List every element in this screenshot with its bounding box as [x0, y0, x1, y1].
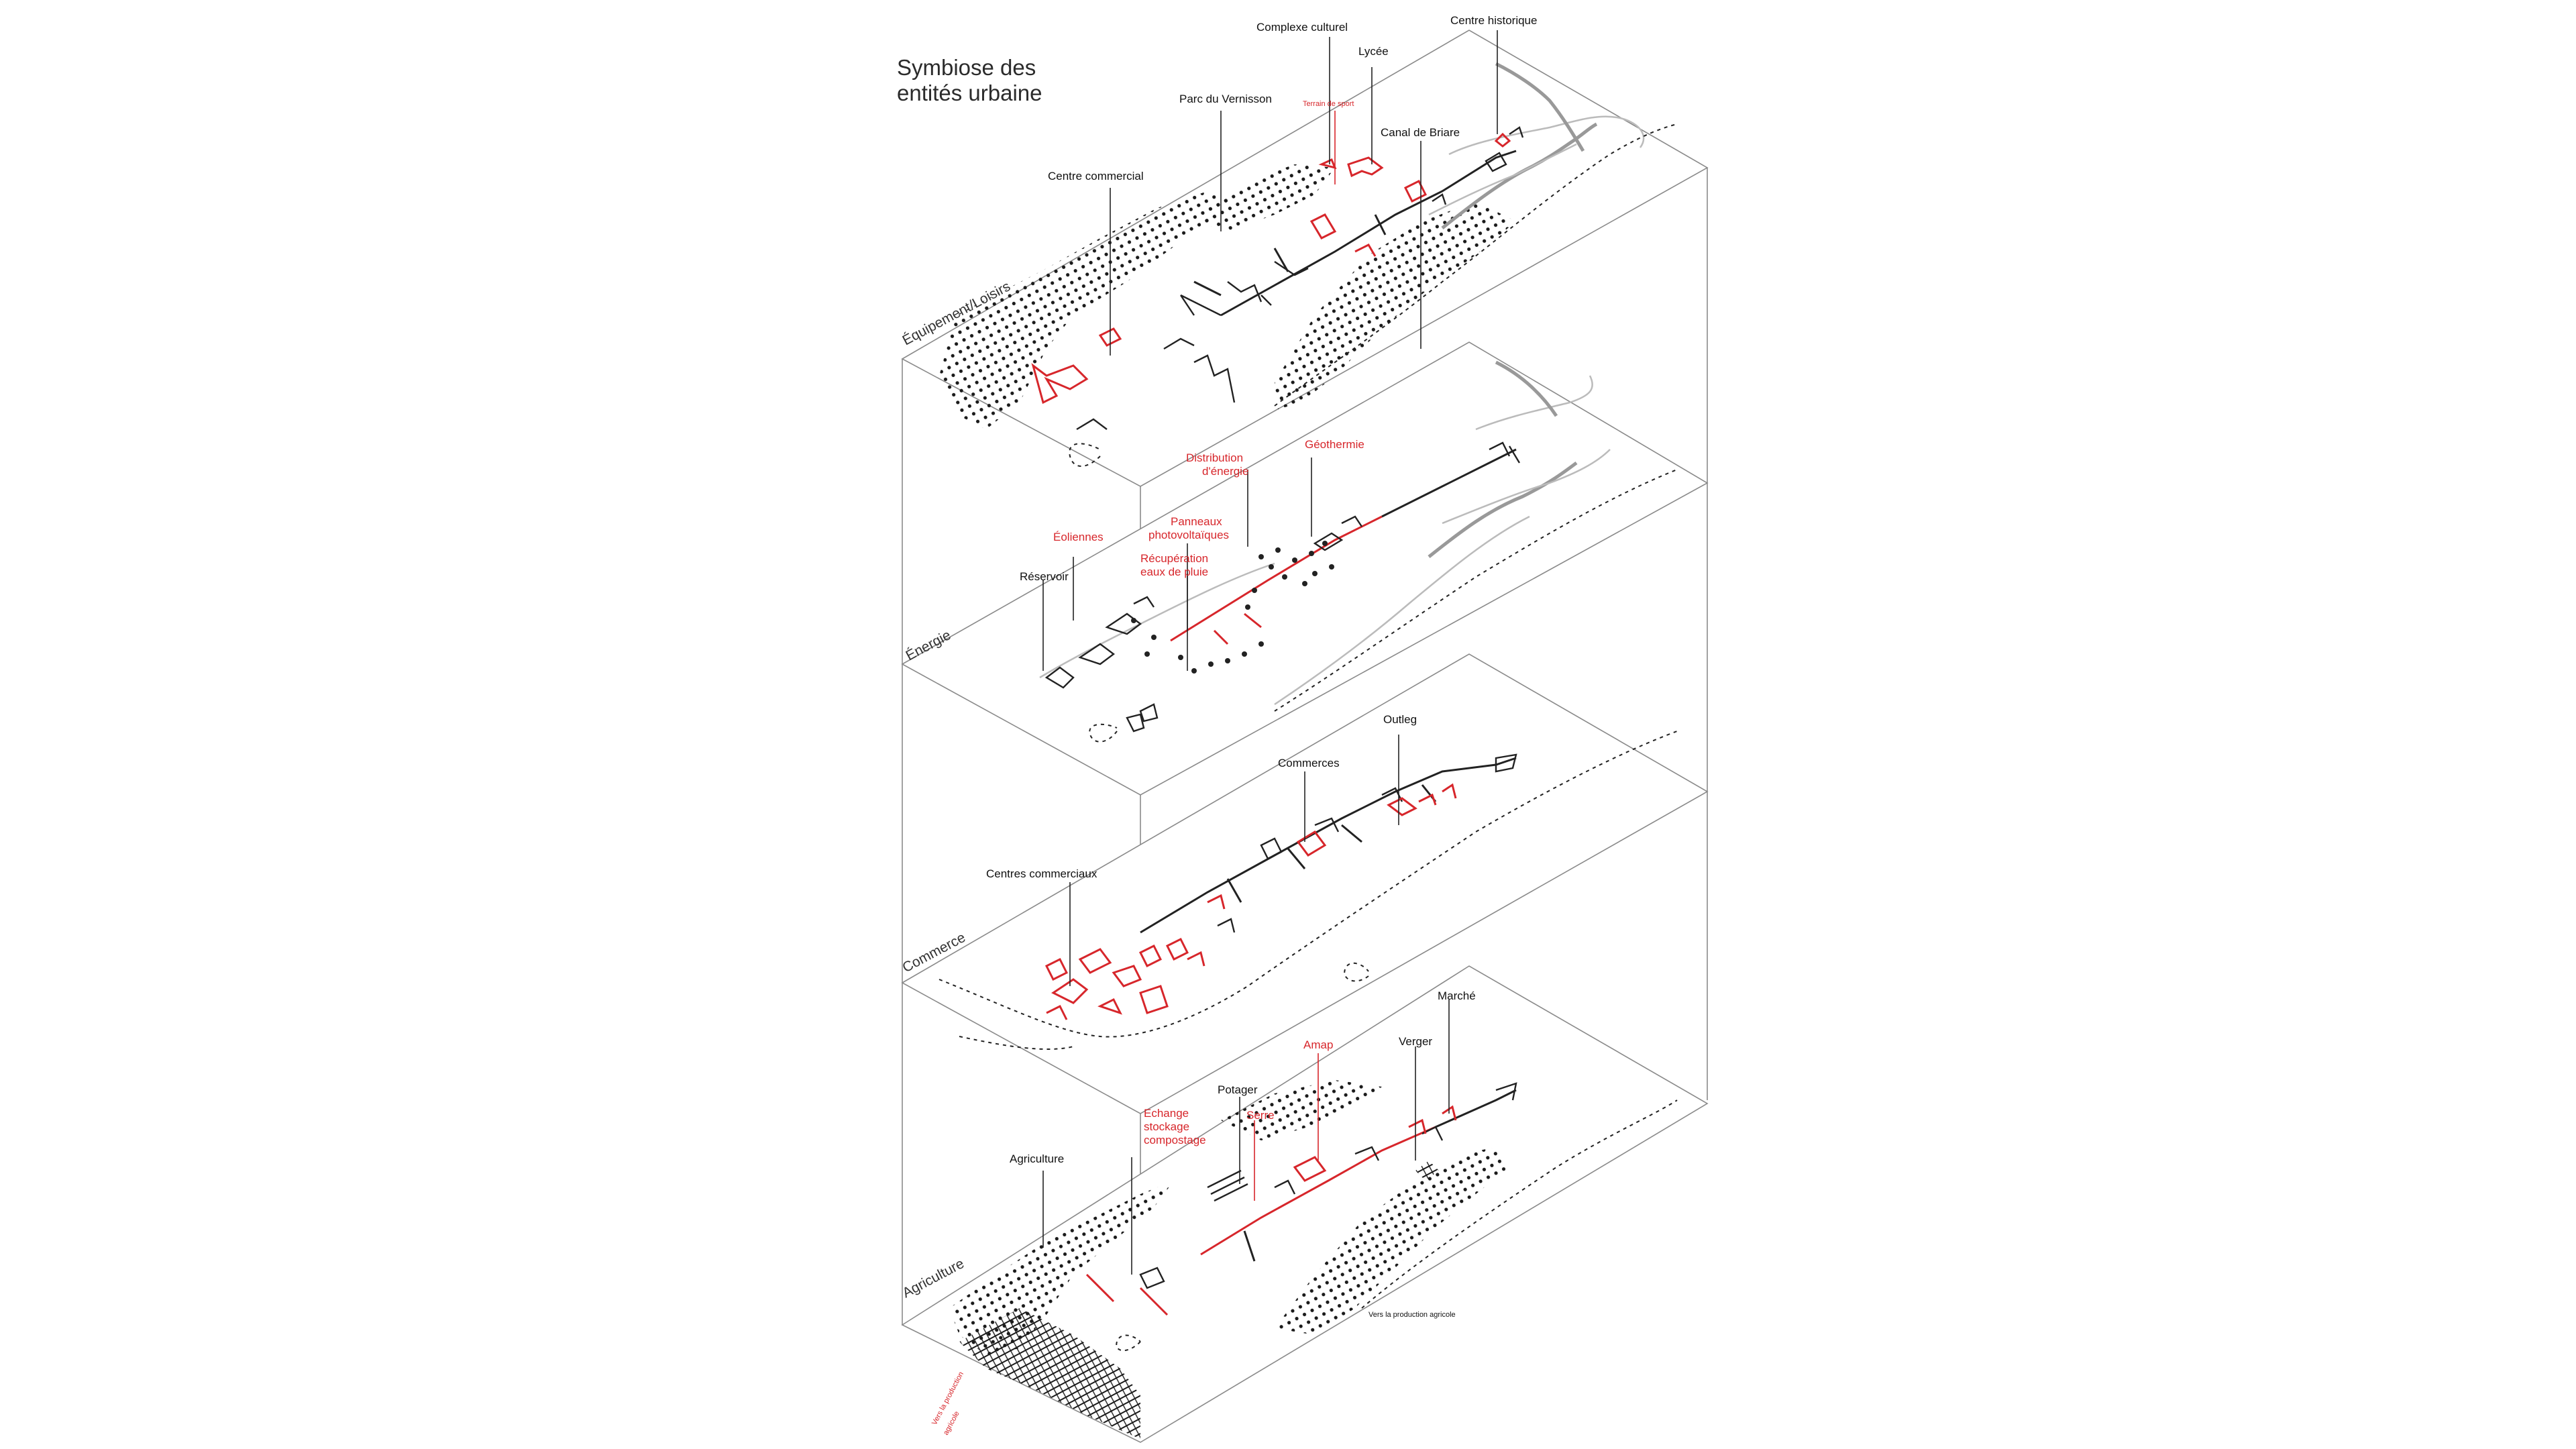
title-line-2: entités urbaine	[897, 80, 1042, 105]
commerce-axis-street	[1140, 757, 1517, 934]
agriculture-dotted-area-east	[1275, 1147, 1509, 1335]
label-terrain-de-sport: Terrain de sport	[1303, 100, 1354, 108]
label-canal-de-briare: Canal de Briare	[1381, 126, 1460, 139]
labels-commerce: Outleg Commerces Centres commerciaux	[986, 713, 1417, 880]
energy-node-markers	[1131, 541, 1334, 674]
label-potager: Potager	[1218, 1083, 1258, 1096]
label-stockage: stockage	[1144, 1120, 1189, 1133]
label-eaux-de-pluie: eaux de pluie	[1140, 566, 1208, 578]
agriculture-hatched-fields	[959, 1308, 1140, 1439]
label-centres-commerciaux: Centres commerciaux	[986, 867, 1097, 880]
layer-commerce	[901, 653, 1709, 1114]
label-reservoir: Réservoir	[1020, 570, 1069, 583]
label-vers-la-production-agricole: Vers la production agricole	[1368, 1311, 1456, 1319]
label-d-energie: d'énergie	[1202, 465, 1248, 478]
label-verger: Verger	[1399, 1035, 1432, 1048]
label-echange: Echange	[1144, 1107, 1189, 1120]
label-distribution: Distribution	[1186, 451, 1243, 464]
label-compostage: compostage	[1144, 1134, 1206, 1146]
energy-distribution-line	[1170, 515, 1383, 642]
label-complexe-culturel: Complexe culturel	[1256, 21, 1348, 34]
leader-lines	[1042, 30, 1498, 1275]
label-geothermie: Géothermie	[1305, 438, 1364, 451]
terrain-agriculture	[949, 1080, 1678, 1439]
centres-commerciaux-footprints	[1051, 978, 1089, 1004]
diagram-title: Symbiose des entités urbaine	[897, 55, 1042, 105]
label-amap: Amap	[1303, 1038, 1333, 1051]
label-marche: Marché	[1438, 989, 1476, 1002]
agriculture-dotted-area-north	[1221, 1080, 1382, 1140]
plate-agriculture	[901, 965, 1709, 1443]
label-commerces: Commerces	[1278, 757, 1340, 769]
labels-energie: Distribution d'énergie Géothermie Pannea…	[1020, 438, 1364, 583]
terrain-equipement	[939, 62, 1678, 467]
park-dotted-area-north	[1194, 164, 1335, 231]
label-photovoltaiques: photovoltaïques	[1148, 529, 1229, 541]
main-axis-street	[1220, 150, 1517, 317]
terrain-commerce	[938, 731, 1678, 1051]
label-parc-du-vernisson: Parc du Vernisson	[1179, 93, 1272, 105]
layer-agriculture	[901, 965, 1709, 1443]
layer-equipement-loisirs	[901, 30, 1709, 487]
label-centre-commercial: Centre commercial	[1048, 170, 1144, 182]
label-vers-la-production-red: Vers la production	[930, 1371, 965, 1426]
terrain-energie	[1039, 360, 1678, 743]
label-panneaux: Panneaux	[1171, 515, 1222, 528]
label-centre-historique: Centre historique	[1450, 14, 1537, 27]
amap-footprint	[1293, 1156, 1327, 1182]
agriculture-dotted-area-west	[949, 1181, 1174, 1355]
agriculture-hatched-orchard	[1415, 1161, 1439, 1181]
title-line-1: Symbiose des	[897, 55, 1036, 80]
label-recuperation: Récupération	[1140, 552, 1208, 565]
label-eoliennes: Éoliennes	[1053, 531, 1104, 543]
label-agriculture: Agriculture	[1010, 1152, 1064, 1165]
agriculture-exchange-line	[1200, 1126, 1436, 1256]
serre-greenhouses	[1207, 1169, 1248, 1202]
layer-names: Équipement/Loisirs Énergie Commerce Agri…	[900, 278, 1013, 1301]
label-serre: Serre	[1246, 1109, 1275, 1122]
label-agricole-red: agricole	[942, 1410, 961, 1437]
labels-equipement: Complexe culturel Centre historique Lycé…	[1048, 14, 1537, 182]
label-outleg: Outleg	[1383, 713, 1417, 726]
centre-commercial-footprint	[1031, 363, 1089, 405]
park-dotted-area-east	[1275, 201, 1516, 409]
label-lycee: Lycée	[1358, 45, 1389, 58]
layer-energie	[901, 341, 1709, 796]
park-dotted-area-west	[939, 191, 1234, 429]
